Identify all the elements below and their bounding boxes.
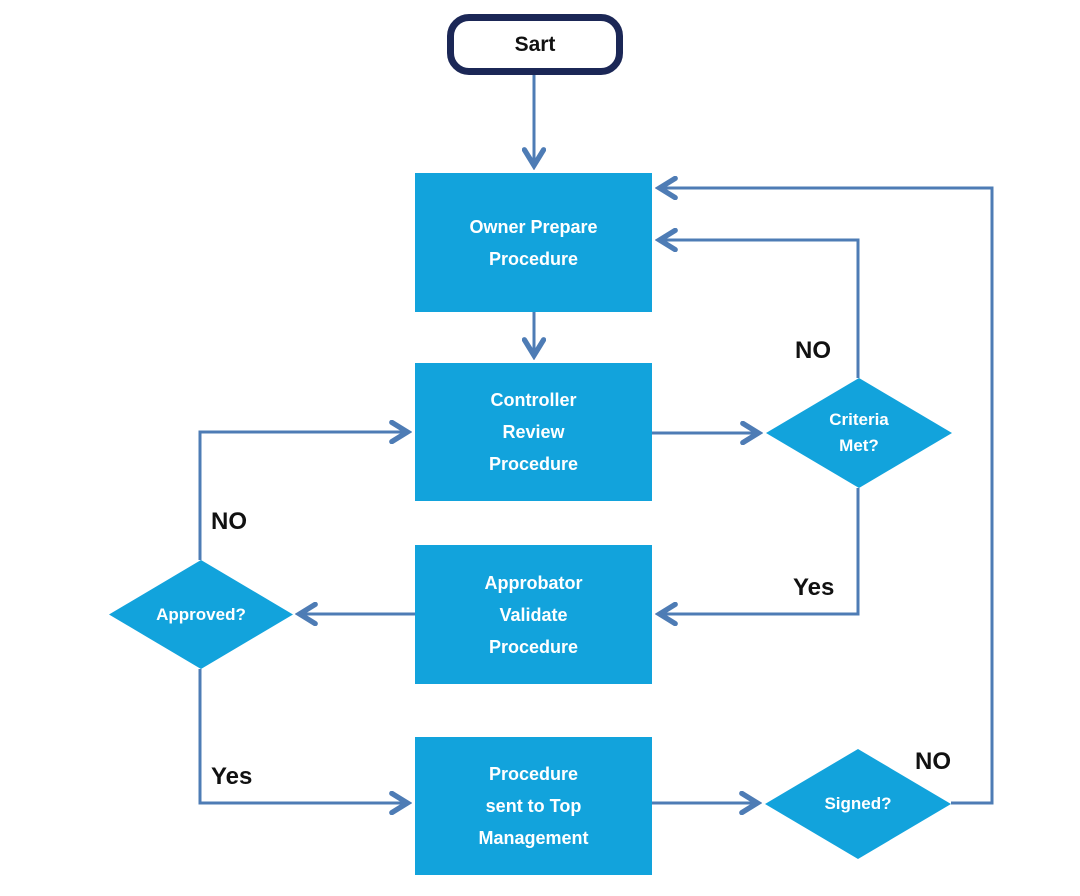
node-owner-prepare-procedure: Owner Prepare Procedure (415, 173, 652, 312)
edge-criteria-yes-to-validate (662, 488, 860, 614)
node-approbator-validate-label: Approbator Validate Procedure (484, 572, 583, 657)
edge-label-approved-yes: Yes (211, 763, 253, 790)
node-procedure-sent-label: Procedure sent to Top Management (478, 764, 589, 848)
edge-approved-no-to-review (198, 432, 405, 560)
edge-label-criteria-no: NO (795, 337, 831, 364)
node-procedure-sent-top-management: Procedure sent to Top Management (415, 737, 652, 875)
edge-approved-yes-to-sent (198, 669, 405, 803)
node-start-label: Sart (514, 32, 556, 56)
node-signed-label: Signed? (824, 794, 892, 813)
node-controller-review-label: Controller Review Procedure (488, 390, 579, 474)
edge-label-approved-no: NO (211, 508, 247, 535)
edge-criteria-no-to-owner (662, 240, 860, 378)
node-approved-label: Approved? (156, 604, 246, 624)
node-owner-prepare-label: Owner Prepare Procedure (469, 216, 598, 269)
node-start: Sart (447, 14, 623, 75)
edge-label-signed-no: NO (915, 748, 951, 775)
edge-label-criteria-yes: Yes (793, 574, 835, 601)
node-approbator-validate-procedure: Approbator Validate Procedure (415, 545, 652, 684)
edge-signed-no-to-owner (662, 188, 994, 805)
node-controller-review-procedure: Controller Review Procedure (415, 363, 652, 501)
node-criteria-met-label: Criteria Met? (829, 410, 889, 455)
